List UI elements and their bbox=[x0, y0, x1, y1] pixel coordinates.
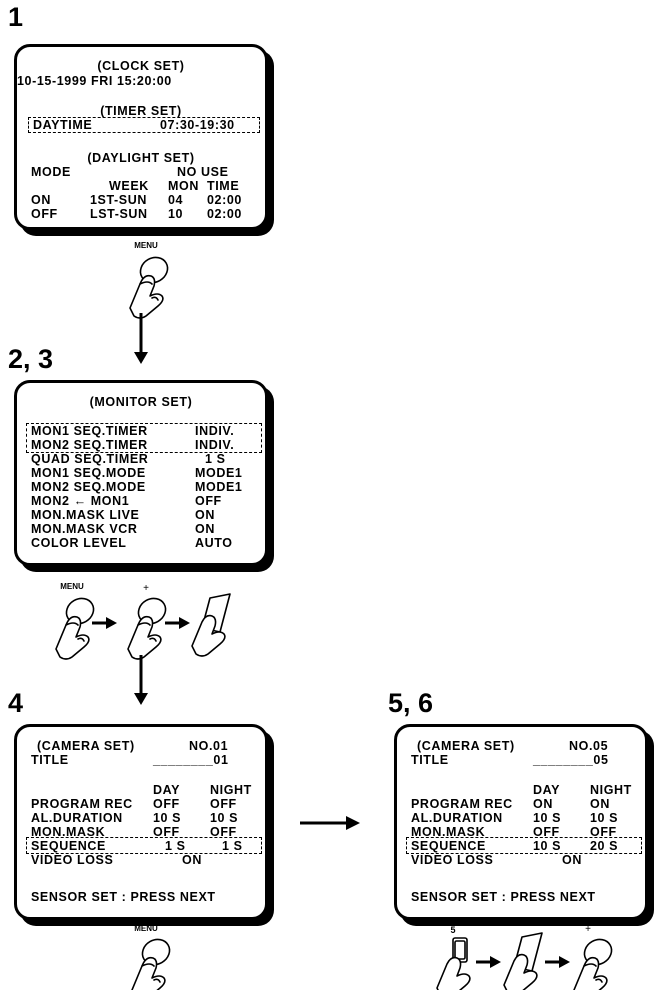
hand-press-button-icon bbox=[130, 253, 172, 318]
hand-press-button-icon bbox=[132, 935, 174, 990]
arrow-right-icon bbox=[92, 617, 117, 629]
hand-press-key-icon bbox=[437, 938, 470, 990]
hand-press-button-icon bbox=[128, 594, 170, 659]
arrow-right-icon bbox=[545, 956, 570, 968]
arrow-right-icon bbox=[300, 816, 360, 830]
arrow-down-icon bbox=[134, 655, 148, 705]
arrow-right-icon bbox=[165, 617, 190, 629]
hand-press-button-icon bbox=[56, 594, 98, 659]
hand-tilt-icon bbox=[504, 933, 542, 990]
hand-tilt-icon bbox=[192, 594, 230, 656]
arrow-down-icon bbox=[134, 313, 148, 364]
arrow-right-icon bbox=[476, 956, 501, 968]
hand-press-button-icon bbox=[574, 935, 616, 990]
